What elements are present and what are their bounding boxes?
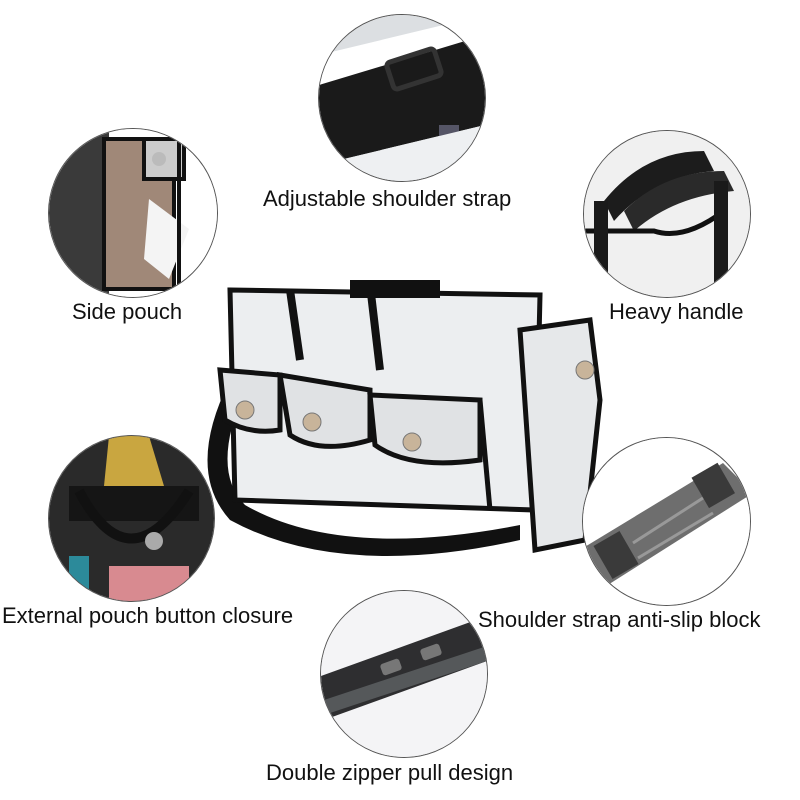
feature-label-shoulder-strap-anti-slip-block: Shoulder strap anti-slip block xyxy=(478,607,761,632)
heavy-handle-image xyxy=(583,130,751,298)
feature-label-side-pouch: Side pouch xyxy=(72,299,183,324)
clear-bag-product-image xyxy=(190,270,620,580)
feature-label-external-pouch-button-closure: External pouch button closure xyxy=(2,603,294,628)
button-closure-image xyxy=(48,435,215,602)
feature-label-adjustable-shoulder-strap: Adjustable shoulder strap xyxy=(263,186,512,211)
side-pouch-image xyxy=(48,128,218,298)
double-zipper-image xyxy=(320,590,488,758)
feature-label-heavy-handle: Heavy handle xyxy=(609,299,744,324)
strap-closeup-image xyxy=(318,14,486,182)
anti-slip-block-image xyxy=(582,437,751,606)
feature-label-double-zipper-pull-design: Double zipper pull design xyxy=(266,760,514,785)
